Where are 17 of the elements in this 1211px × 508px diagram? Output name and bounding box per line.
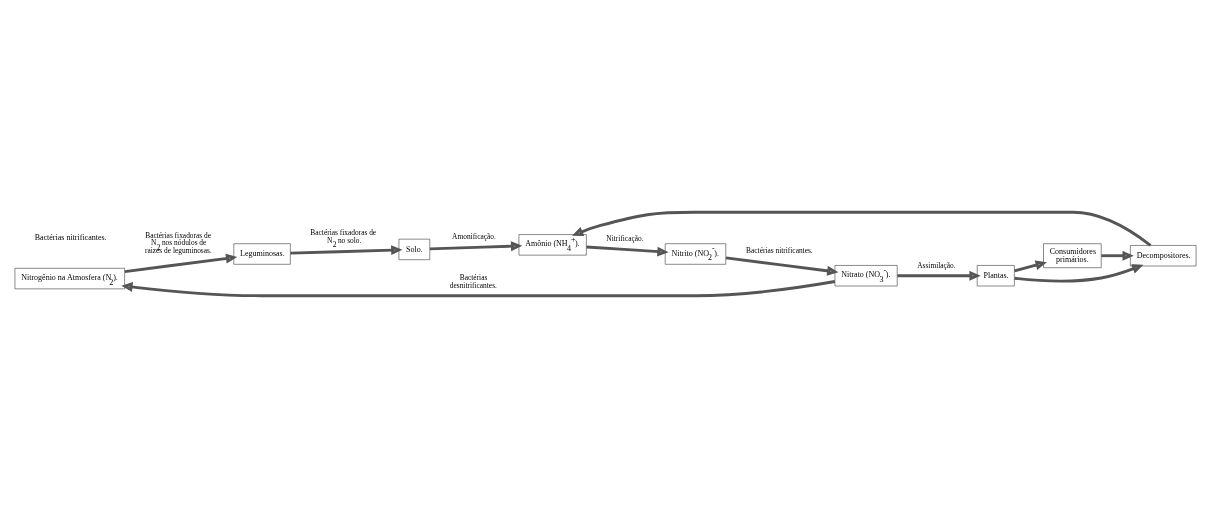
arrow [1101, 250, 1134, 261]
node-box: Leguminosas. [233, 243, 291, 265]
arrow [121, 280, 836, 298]
arrow [725, 256, 839, 276]
node-box: Consumidores primários. [1043, 243, 1102, 268]
arrow [586, 245, 669, 257]
arrow [124, 253, 238, 273]
arrow [571, 210, 1152, 247]
arrow [897, 270, 981, 281]
label: Bactérias nitrificantes. [34, 232, 107, 242]
arrow [290, 245, 403, 256]
arrow [1014, 260, 1047, 273]
node-box: Plantas. [976, 265, 1015, 287]
node-box: Decompositores. [1130, 245, 1197, 267]
arrow [429, 241, 523, 252]
node-box: Solo. [398, 238, 431, 260]
arrow [1014, 264, 1144, 283]
